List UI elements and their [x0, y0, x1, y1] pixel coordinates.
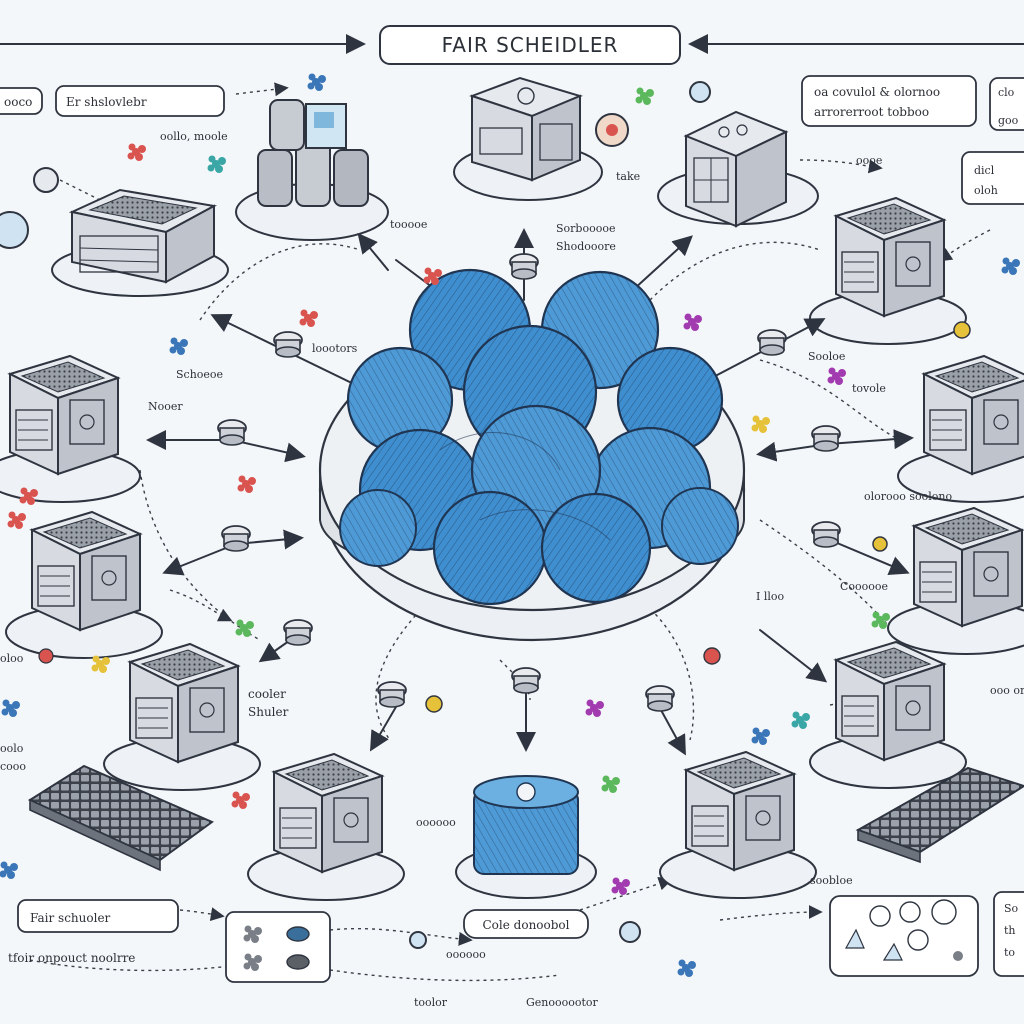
- keyboard-right: [855, 766, 1024, 864]
- diagram-title: FAIR SCHEIDLER: [442, 33, 619, 57]
- central-yarn-cluster[interactable]: [318, 268, 746, 642]
- label-toocoe: tooooe: [390, 218, 427, 231]
- right-partial-mid-1: dicl: [974, 164, 995, 177]
- label-cosoloe: Coooooe: [840, 580, 888, 593]
- bottom-right-partial-3: to: [1004, 946, 1015, 959]
- label-shodooore: Shodooore: [556, 240, 616, 253]
- label-shuler: Shuler: [248, 705, 289, 719]
- node-top-right-cube[interactable]: [657, 110, 819, 228]
- label-sooorooo-b: oooooo: [446, 948, 486, 961]
- core-label: Cole donoobol: [483, 918, 570, 932]
- label-sooorooo: oooooo: [416, 816, 456, 829]
- label-cooo: cooo: [0, 760, 26, 773]
- keyboard-left: [27, 764, 214, 872]
- node-bottom-left-cube[interactable]: [247, 753, 405, 901]
- top-left-label: Er shslovlebr: [66, 95, 147, 109]
- node-top-left-server[interactable]: [51, 188, 229, 297]
- node-left-middle-cube[interactable]: [5, 511, 163, 659]
- top-left-tag: ooco: [4, 95, 32, 109]
- node-left-lower-cube[interactable]: [103, 643, 261, 791]
- node-right-lower-cube[interactable]: [887, 507, 1024, 655]
- label-soloo: oloo: [0, 652, 24, 665]
- label-cooler: cooler: [248, 687, 286, 701]
- label-oollo-moole: oollo, moole: [160, 130, 228, 143]
- label-lloo: I lloo: [756, 590, 785, 603]
- label-sorbocoe: Sorbooooe: [556, 222, 615, 235]
- label-genoooootor: Genoooootor: [526, 996, 599, 1009]
- label-oolo: oolo: [0, 742, 24, 755]
- label-soobloe: Sooloe: [808, 350, 845, 363]
- node-left-upper-cube[interactable]: [0, 355, 141, 503]
- bottom-right-partial-2: th: [1004, 924, 1016, 937]
- label-aloroto-soolono: olorooo soolono: [864, 490, 953, 503]
- label-take: take: [616, 170, 640, 183]
- bottom-left-note: Fair schuoler tfoir onpouct noolrre: [8, 899, 331, 983]
- node-top-center-cube[interactable]: [453, 76, 603, 201]
- top-right-note-line2: arrorerroot tobboo: [814, 105, 929, 119]
- label-ooo-oroooooroe: ooo oroooooroe: [990, 684, 1024, 697]
- node-bottom-right-cube[interactable]: [659, 751, 817, 899]
- top-left-tags: ooco Er shslovlebr: [0, 82, 289, 117]
- title-banner: FAIR SCHEIDLER: [0, 25, 1024, 65]
- bottom-left-box-label: Fair schuoler: [30, 911, 111, 925]
- label-looctors: loootors: [312, 342, 358, 355]
- label-soobloe-b: soobloe: [810, 874, 853, 887]
- node-top-stacked-drums[interactable]: [235, 99, 389, 241]
- label-tovole: tovole: [852, 382, 886, 395]
- right-partial-top-1: clo: [998, 86, 1015, 99]
- node-right-bottom-cube[interactable]: [809, 641, 967, 789]
- node-right-middle-cube[interactable]: [897, 355, 1024, 503]
- bottom-left-label: tfoir onpouct noolrre: [8, 951, 135, 965]
- right-partial-top-2: goo: [998, 114, 1019, 127]
- top-right-note-line1: oa covulol & olornoo: [814, 85, 940, 99]
- label-nooer: Nooer: [148, 400, 183, 413]
- dashed-links: [29, 159, 991, 982]
- right-partial-mid-2: oloh: [974, 184, 998, 197]
- label-tooloe: toolor: [414, 996, 448, 1009]
- node-bottom-center-drum[interactable]: [455, 775, 597, 899]
- bottom-right-partial-1: So: [1004, 902, 1019, 915]
- label-oooe: oooe: [856, 154, 882, 167]
- node-right-upper-cube[interactable]: [809, 197, 967, 345]
- core-label-pill: Cole donoobol: [463, 909, 589, 939]
- label-schoeoe: Schoeoe: [176, 368, 223, 381]
- bottom-right-note: So th to: [829, 891, 1024, 977]
- decorative-dots: [0, 73, 1020, 977]
- top-right-note: oa covulol & olornoo arrorerroot tobboo …: [801, 75, 1024, 205]
- text-labels: oollo, moole take oooe Sorbooooe Shodooo…: [0, 130, 1024, 1009]
